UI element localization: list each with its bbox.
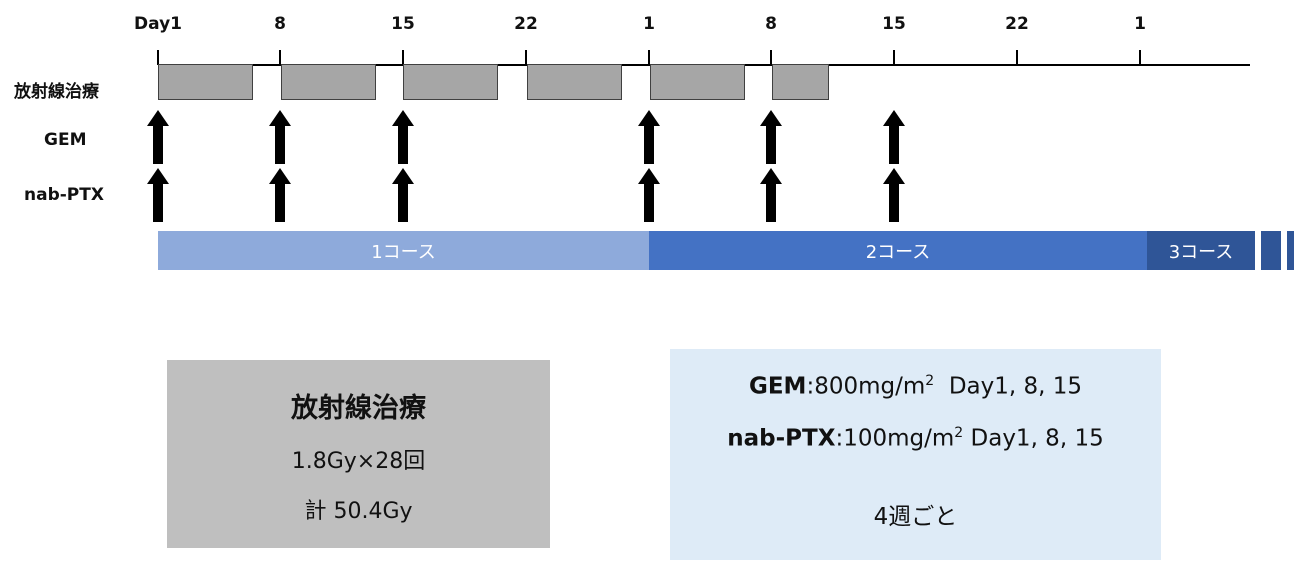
gem-dose: :800mg/m: [806, 373, 926, 400]
nab-ptx-dose-arrow-icon: [269, 168, 291, 222]
day-label: 8: [765, 14, 777, 34]
gem-dose-arrow-icon: [269, 110, 291, 164]
radiation-total-dose: 計 50.4Gy: [304, 499, 413, 524]
course-1-bar: 1コース: [158, 231, 649, 270]
gem-drug-name: GEM: [748, 373, 807, 400]
day-label: Day1: [134, 14, 182, 34]
day-label: 1: [643, 14, 655, 34]
gem-dose-arrow-icon: [638, 110, 660, 164]
course-continuation-bar: [1287, 231, 1294, 270]
radiation-card-title: 放射線治療: [291, 393, 426, 424]
radiation-dose: 1.8Gy×28回: [291, 449, 426, 474]
gem-dose-arrow-icon: [760, 110, 782, 164]
nab-ptx-days: Day1, 8, 15: [970, 425, 1104, 452]
course-1-label: 1コース: [371, 241, 436, 263]
radiation-block: [281, 64, 376, 100]
radiation-therapy-card: 放射線治療 1.8Gy×28回 計 50.4Gy: [167, 360, 550, 548]
day-label: 22: [1005, 14, 1029, 34]
radiation-block: [772, 64, 829, 100]
drug-regimen-card: GEM:800mg/m2 Day1, 8, 15 nab-PTX:100mg/m…: [670, 349, 1161, 560]
gem-days: Day1, 8, 15: [948, 373, 1083, 400]
day-label: 22: [514, 14, 538, 34]
day-label: 15: [391, 14, 415, 34]
nab-ptx-dose-arrow-icon: [760, 168, 782, 222]
day-label: 8: [274, 14, 286, 34]
radiation-block: [403, 64, 498, 100]
day-label: 1: [1134, 14, 1146, 34]
course-continuation-bar: [1261, 231, 1281, 270]
gem-dose-arrow-icon: [392, 110, 414, 164]
course-3-label: 3コース: [1168, 241, 1234, 263]
course-2-label: 2コース: [865, 241, 931, 263]
row-label-radiation: 放射線治療: [14, 82, 99, 102]
gem-dose-unit-superscript: 2: [925, 373, 935, 389]
course-3-bar: 3コース: [1147, 231, 1255, 270]
cycle-interval: 4週ごと: [873, 504, 958, 531]
nab-ptx-dose-unit-superscript: 2: [954, 424, 964, 441]
nab-ptx-regimen-line: nab-PTX:100mg/m2 Day1, 8, 15: [727, 425, 1103, 452]
nab-ptx-dose-arrow-icon: [883, 168, 905, 222]
row-label-nab-ptx: nab-PTX: [24, 185, 104, 205]
gem-dose-arrow-icon: [147, 110, 169, 164]
nab-ptx-dose-arrow-icon: [392, 168, 414, 222]
day-label: 15: [882, 14, 906, 34]
course-2-bar: 2コース: [649, 231, 1147, 270]
radiation-block: [158, 64, 253, 100]
row-label-gem: GEM: [44, 130, 87, 150]
radiation-block: [527, 64, 622, 100]
nab-ptx-drug-name: nab-PTX: [727, 425, 836, 452]
nab-ptx-dose-arrow-icon: [147, 168, 169, 222]
gem-dose-arrow-icon: [883, 110, 905, 164]
nab-ptx-dose-arrow-icon: [638, 168, 660, 222]
gem-regimen-line: GEM:800mg/m2 Day1, 8, 15: [749, 373, 1082, 400]
radiation-block: [650, 64, 745, 100]
nab-ptx-dose: :100mg/m: [835, 425, 955, 452]
